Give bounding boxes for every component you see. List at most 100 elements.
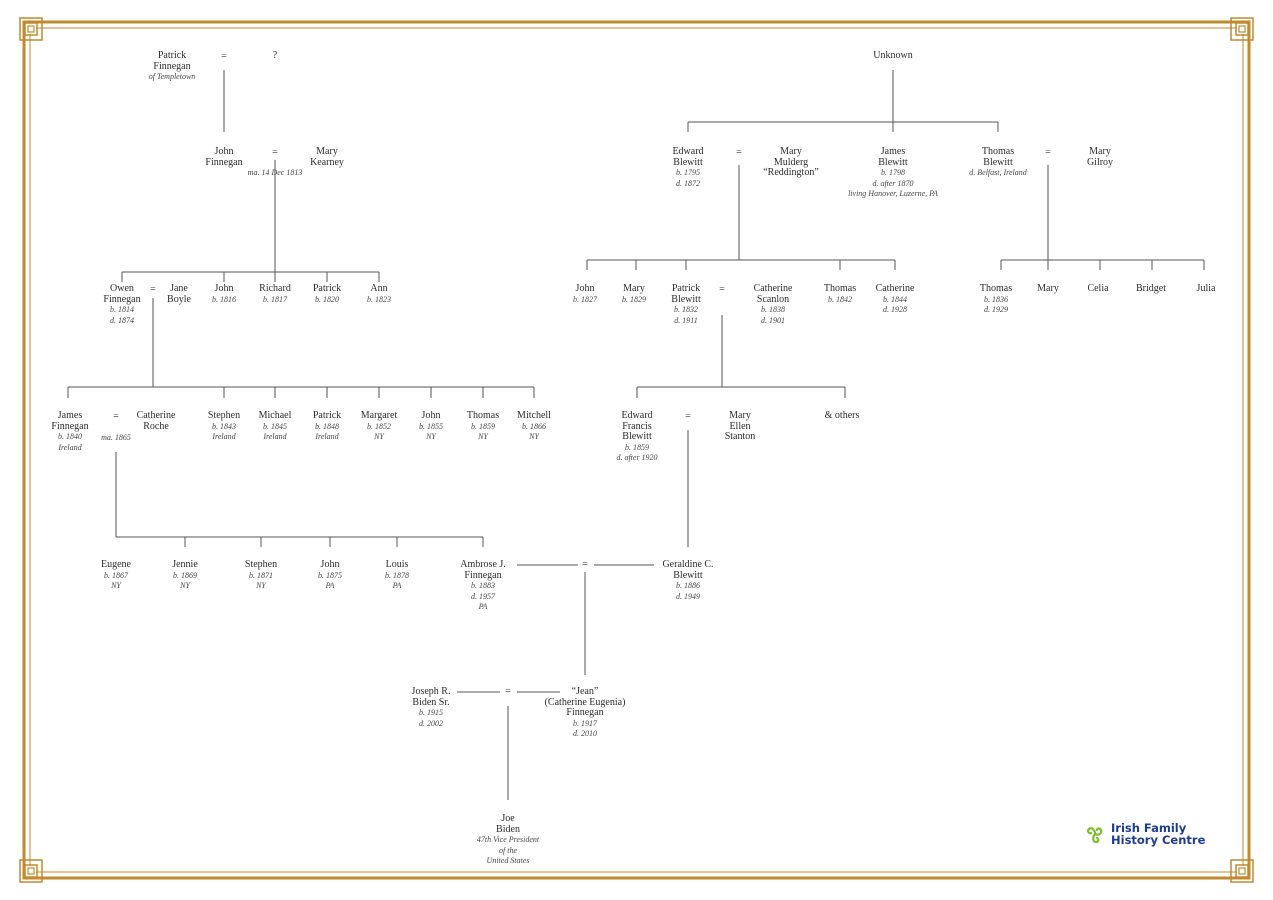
person-louis-1878: Louis b. 1878 PA [385,559,409,592]
person-john-1816: John b. 1816 [212,283,236,305]
person-note: d. after 1870 [872,178,914,188]
person-name: Boyle [167,293,191,305]
person-name: Ann [370,283,388,294]
person-name: Geraldine C. [662,559,714,570]
person-note: b. 1915 [419,708,443,717]
person-name: John [575,283,595,294]
person-note: NY [180,581,190,590]
person-note: b. 1798 [881,168,905,177]
person-note: d. 1911 [674,315,698,325]
person-name: Mulderg [773,156,809,168]
person-note: b. 1878 [385,570,409,580]
person-owen-finnegan: Owen Finnegan b. 1814 d. 1874 [103,283,140,326]
person-ann-1823: Ann b. 1823 [367,283,391,305]
person-name: Blewitt [983,156,1013,168]
marriage-symbol: = [736,147,742,158]
person-edward-francis-blewitt: Edward Francis Blewitt b. 1859 d. after … [616,410,657,464]
person-note: of the [498,845,517,855]
logo-text-line1: Irish Family [1111,821,1187,835]
person-note: d. 2002 [419,718,443,728]
person-note: Ireland [212,432,236,441]
person-stephen-1843: Stephen b. 1843 Ireland [207,410,241,443]
person-name: Jennie [172,559,198,570]
marriage-date: ma. 14 Dec 1813 [247,168,303,177]
person-richard-1817: Richard b. 1817 [259,283,291,305]
person-note: living Hanover, Luzerne, PA [848,189,938,198]
person-name: Francis [622,420,652,432]
person-james-blewitt: James Blewitt b. 1798 d. after 1870 livi… [848,146,938,200]
person-patrick-blewitt: Patrick Blewitt b. 1832 d. 1911 [671,283,701,326]
person-mary-kearney: Mary Kearney [310,146,344,168]
person-note: d. 1872 [675,178,700,188]
person-note: d. 1929 [984,305,1008,314]
person-note: b. 1867 [104,570,128,580]
person-catherine-scanlon: Catherine Scanlon b. 1838 d. 1901 [754,283,793,326]
irish-family-history-centre-logo: Irish Family History Centre [1083,822,1205,846]
person-john-1855: John b. 1855 NY [419,410,443,443]
person-note: Ireland [315,432,339,441]
person-name: Mary [1037,283,1059,294]
person-patrick-1848: Patrick b. 1848 Ireland [313,410,341,443]
person-julia: Julia [1197,283,1216,295]
person-name: Roche [143,420,169,432]
person-note: b. 1832 [673,305,698,314]
person-name: Blewitt [671,293,701,305]
person-name: Finnegan [153,60,191,72]
person-note: Ireland [58,442,82,452]
person-name: Patrick [312,283,342,294]
person-mary-ellen-stanton: Mary Ellen Stanton [725,410,756,443]
person-name: John [214,146,234,157]
triskele-icon [1087,827,1103,844]
person-name: Catherine [136,410,176,421]
marriage-symbol: = [221,51,227,62]
marriage-symbol: = [150,284,156,295]
person-note: b. 1875 [318,570,342,580]
person-name: Mary [623,283,645,294]
person-name: Finnegan [566,707,604,718]
person-name: Eugene [101,559,131,570]
person-name: Patrick [157,50,187,61]
person-name: (Catherine Eugenia) [544,696,626,708]
person-name: Blewitt [673,156,703,168]
person-name: Louis [385,559,409,570]
person-thomas-blewitt: Thomas Blewitt d. Belfast, Ireland [969,146,1027,179]
person-name: Catherine [875,283,915,294]
person-mary-gilroy: Mary Gilroy [1086,146,1114,168]
person-name: Thomas [981,146,1015,157]
person-stephen-1871: Stephen b. 1871 NY [245,559,277,592]
person-name: John [214,283,234,294]
person-note: d. Belfast, Ireland [969,168,1027,177]
marriage-symbol: = [505,686,511,697]
person-name: Scanlon [756,293,790,305]
person-ambrose-finnegan: Ambrose J. Finnegan b. 1883 d. 1957 PA [460,559,506,613]
person-name: Mary [316,146,338,157]
person-note: b. 1842 [828,294,852,304]
person-note: of Templetown [148,72,196,81]
person-eugene-1867: Eugene b. 1867 NY [101,559,131,592]
person-mary-gilroy-child: Mary [1037,283,1059,295]
person-name: “Reddington” [763,167,819,178]
person-note: Ireland [263,432,287,441]
person-note: b. 1795 [675,168,700,177]
person-name: Gilroy [1086,156,1114,168]
person-note: b. 1852 [367,421,391,431]
marriage-symbol: = [719,284,725,295]
person-name: ? [272,50,278,61]
person-note: NY [111,581,121,590]
person-geraldine-blewitt: Geraldine C. Blewitt b. 1886 d. 1949 [662,559,714,602]
person-edward-blewitt: Edward Blewitt b. 1795 d. 1872 [672,146,703,189]
marriage-symbol: = [1045,147,1051,158]
person-name: Joe [501,813,515,824]
person-name: & others [824,410,860,421]
person-name: Joseph R. [411,686,451,697]
person-note: b. 1859 [624,442,649,452]
person-note: PA [478,602,488,611]
person-name: Ambrose J. [460,559,506,570]
person-note: b. 1838 [761,305,785,314]
person-bridget: Bridget [1136,283,1166,295]
person-name: Stephen [207,410,241,421]
person-name: Margaret [360,410,398,421]
person-note: b. 1814 [110,305,134,314]
person-name: James [880,146,906,157]
